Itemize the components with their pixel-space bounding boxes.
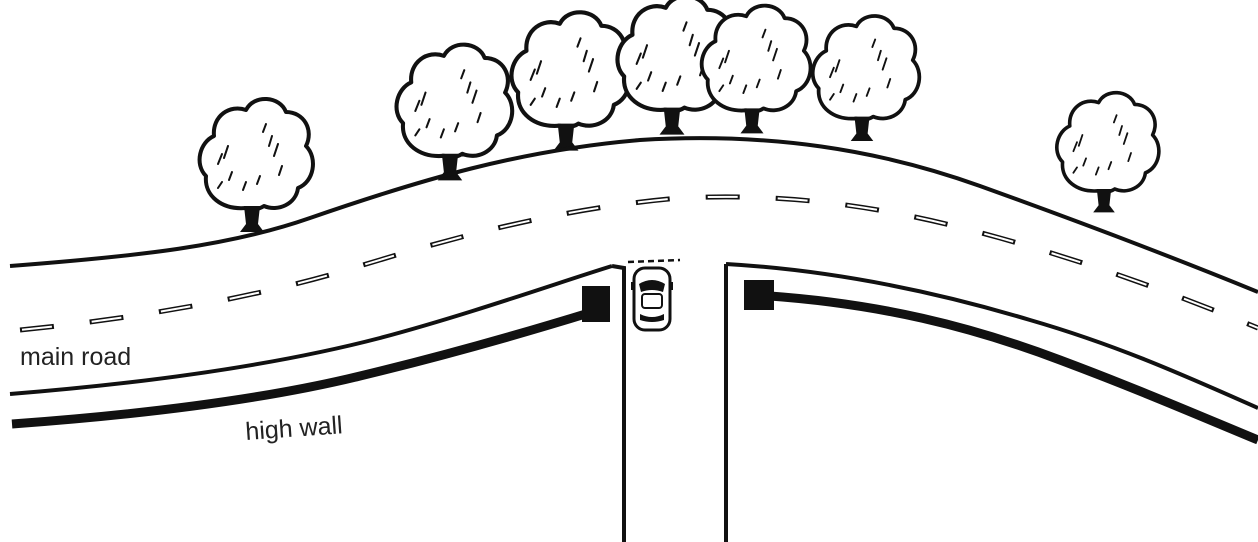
gate-post-right [744,280,774,310]
gate-post-left [582,286,610,322]
main-road-label: main road [20,343,131,371]
road-lower-edge-right [725,262,1258,410]
side-road-left-edge [611,264,626,542]
high-wall-right [769,291,1258,445]
tree-icon [397,45,513,181]
high-wall-left [11,307,594,429]
road-upper-edge [9,136,1258,294]
tree-icon [699,3,813,136]
tree-icon [1055,90,1161,215]
tree-icon [197,96,315,234]
tree-icon [810,14,922,143]
road-lower-edge-left [9,264,613,396]
car-icon [631,266,673,332]
high-wall-label: high wall [244,411,343,446]
junction-stop-line [627,258,681,264]
tree-icon [511,12,629,150]
